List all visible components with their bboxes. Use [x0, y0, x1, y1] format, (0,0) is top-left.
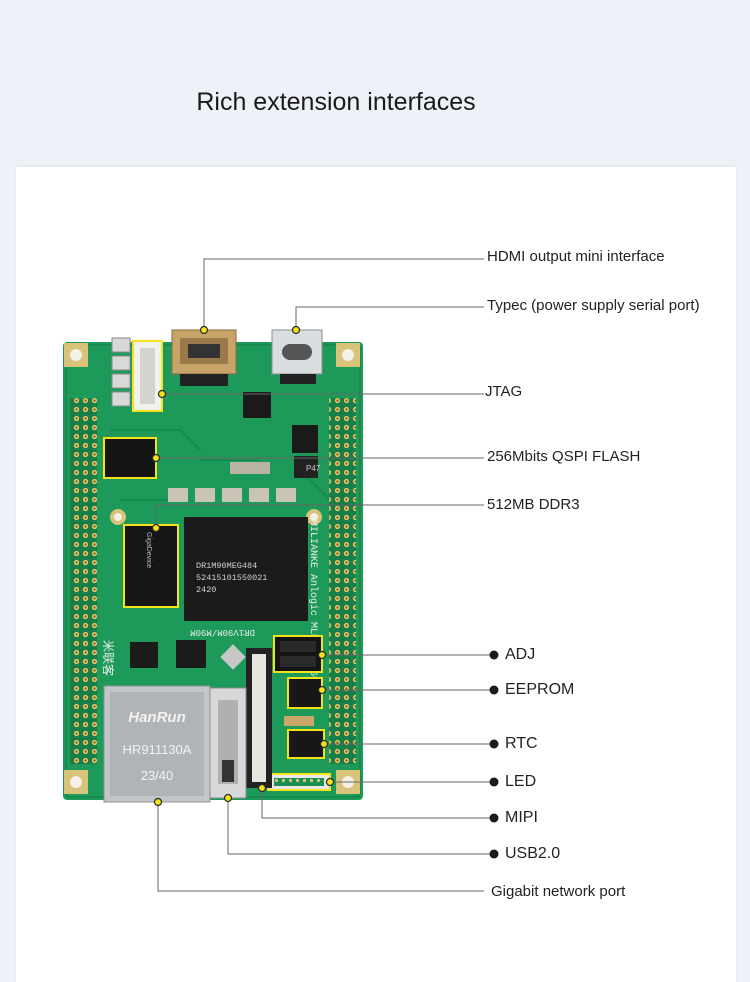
passive-components	[168, 462, 296, 502]
rtc-chip	[287, 729, 325, 759]
right-pin-header	[329, 398, 356, 764]
label-rtc: RTC	[505, 735, 538, 752]
mounting-holes	[64, 343, 360, 794]
ddr-chip-text: GigaDevice	[145, 532, 152, 568]
hdmi-connector	[171, 329, 237, 386]
typec-connector	[271, 329, 323, 384]
label-flash: 256Mbits QSPI FLASH	[487, 448, 641, 465]
label-adj: ADJ	[505, 646, 536, 663]
chip-mark: P47	[306, 464, 321, 473]
adj-header	[273, 635, 323, 673]
label-led: LED	[505, 773, 537, 790]
ddr3-chip: GigaDevice	[123, 524, 179, 608]
label-hdmi: HDMI output mini interface	[487, 248, 665, 265]
tactile-buttons	[111, 337, 131, 407]
label-ddr: 512MB DDR3	[487, 496, 580, 513]
fpga-chip: DR1M90MEG484 52415101550021 2420	[184, 517, 308, 621]
small-ics: P47	[130, 392, 321, 670]
eth-model: HR911130A	[123, 742, 192, 757]
eeprom-chip	[287, 677, 323, 709]
label-usb: USB2.0	[505, 845, 561, 862]
eth-code: 23/40	[141, 768, 174, 783]
label-jtag: JTAG	[485, 383, 523, 400]
label-typec: Typec (power supply serial port)	[487, 297, 700, 314]
callout-dots	[151, 325, 335, 807]
silkscreen-model-text: DR1V90M/M90M	[190, 627, 255, 637]
silkscreen-cn-text: 米联客	[101, 640, 116, 676]
ethernet-jack: HanRun HR911130A 23/40	[103, 685, 211, 803]
mipi-connector	[246, 648, 272, 788]
page-title: Rich extension interfaces	[196, 88, 476, 116]
fpga-line1: DR1M90MEG484	[196, 561, 257, 571]
fpga-line3: 2420	[196, 585, 216, 595]
leader-lines	[155, 258, 492, 892]
fpga-line2: 52415101550021	[196, 573, 267, 583]
label-gigabit: Gigabit network port	[491, 883, 626, 900]
label-mipi: MIPI	[505, 809, 538, 826]
usb-connector	[209, 687, 247, 799]
left-pin-header	[70, 398, 97, 764]
label-eeprom: EEPROM	[505, 681, 575, 698]
qspi-flash-chip	[103, 437, 157, 479]
eth-brand: HanRun	[128, 709, 186, 726]
label-bullets	[489, 650, 499, 859]
